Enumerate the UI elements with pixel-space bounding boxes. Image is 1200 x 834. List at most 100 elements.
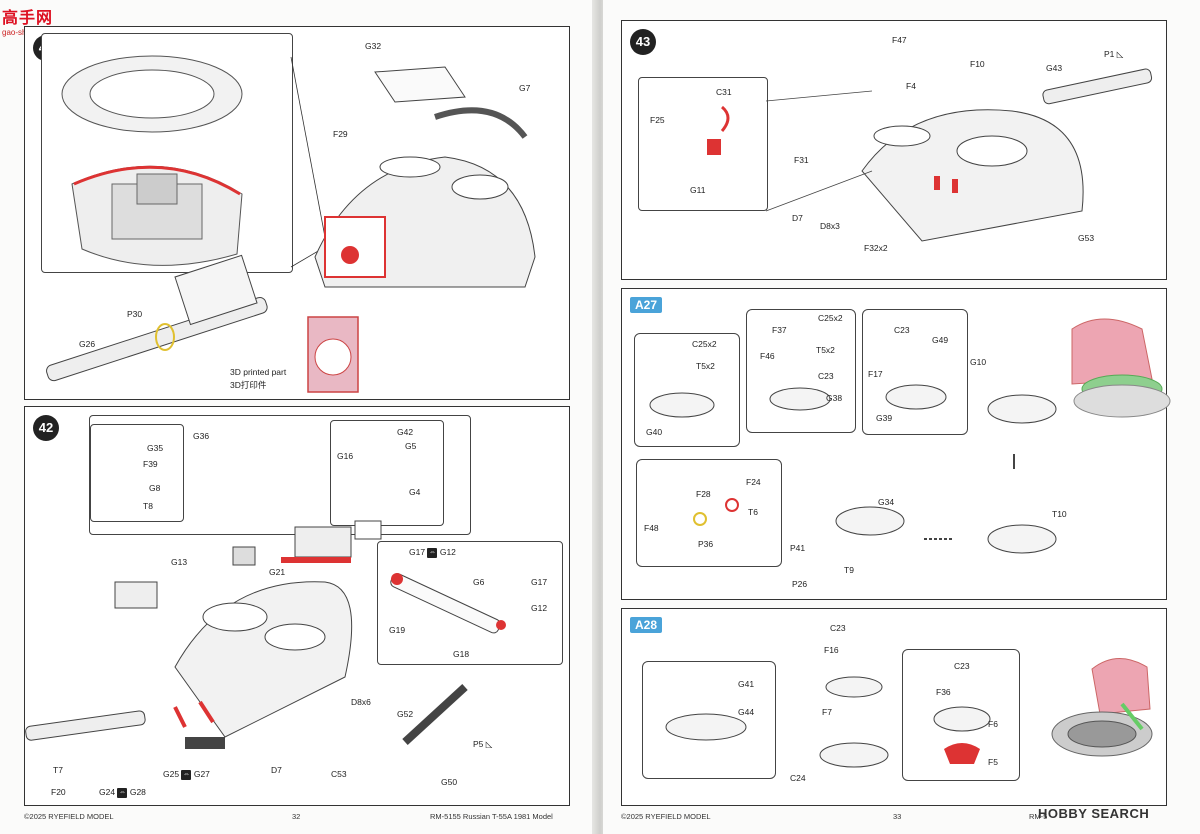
label-g7: G7 — [519, 83, 531, 93]
replace-icon: ⇔ — [181, 769, 192, 780]
label-c53: C53 — [331, 769, 347, 779]
step-a27-number: A27 — [630, 297, 663, 313]
label-d8x3: D8x3 — [820, 221, 840, 231]
label-g4: G4 — [409, 487, 421, 497]
label-g16: G16 — [337, 451, 354, 461]
step-42-callout — [89, 415, 471, 535]
label-f48: F48 — [644, 523, 659, 533]
label-c23-a28-a: C23 — [830, 623, 846, 633]
label-f16: F16 — [824, 645, 839, 655]
periscope-inset — [90, 424, 184, 522]
left-page-number: 32 — [292, 812, 301, 821]
label-d7: D7 — [271, 765, 282, 775]
label-f6: F6 — [988, 719, 998, 729]
a27-inset-2 — [746, 309, 856, 433]
label-g43: G43 — [1046, 63, 1063, 73]
label-c31: C31 — [716, 87, 732, 97]
label-g13: G13 — [171, 557, 188, 567]
label-t5x2-b: T5x2 — [816, 345, 835, 355]
label-g34: G34 — [878, 497, 895, 507]
label-t8: T8 — [143, 501, 153, 511]
label-g50: G50 — [441, 777, 458, 787]
label-f10: F10 — [970, 59, 985, 69]
label-g24-g28: G24 ⇔ G28 — [99, 787, 146, 798]
step-42-main-drawing — [25, 520, 506, 749]
right-page: 43 F47 F10 G43 P1 ◺ C31 F4 F25 F31 G11 D… — [603, 0, 1200, 834]
label-c25x2-a: C25x2 — [692, 339, 717, 349]
label-g38: G38 — [826, 393, 843, 403]
step-43-number: 43 — [630, 29, 656, 55]
right-kit-title-partial: RM-5 — [1029, 812, 1048, 821]
label-f31: F31 — [794, 155, 809, 165]
label-d7: D7 — [792, 213, 803, 223]
svg-text:■: ■ — [1054, 343, 1059, 353]
box-inset — [330, 420, 444, 526]
label-g42: G42 — [397, 427, 414, 437]
step-a28-number: A28 — [630, 617, 663, 633]
turret-interior-drawing — [61, 55, 243, 266]
replace-icon: ⇔ — [427, 547, 438, 558]
label-g49: G49 — [932, 335, 949, 345]
step-41-inset — [41, 33, 293, 273]
label-c25x2-b: C25x2 — [818, 313, 843, 323]
label-c24: C24 — [790, 773, 806, 783]
label-g36: G36 — [193, 431, 210, 441]
note-3d-printed-cn: 3D打印件 — [230, 380, 267, 390]
label-g32: G32 — [365, 41, 382, 51]
label-g53: G53 — [1078, 233, 1095, 243]
a27-inset-1 — [634, 333, 740, 447]
label-g21: G21 — [269, 567, 286, 577]
replace-icon: ⇔ — [117, 787, 128, 798]
label-g41: G41 — [738, 679, 755, 689]
label-f7: F7 — [822, 707, 832, 717]
label-g52: G52 — [397, 709, 414, 719]
step-a28-panel: A28 C23 F16 G41 G44 F7 C24 C23 F36 F6 F5 — [621, 608, 1167, 806]
right-page-number: 33 — [893, 812, 902, 821]
label-t9: T9 — [844, 565, 854, 575]
label-g8: G8 — [149, 483, 161, 493]
step-a27-drawing: ■ — [649, 318, 1171, 554]
label-p36: P36 — [698, 539, 714, 549]
label-g19: G19 — [389, 625, 406, 635]
label-g35: G35 — [147, 443, 164, 453]
label-g17-b: G17 — [531, 577, 548, 587]
label-g25-g27: G25 ⇔ G27 — [163, 769, 210, 780]
label-d8x6: D8x6 — [351, 697, 371, 707]
label-c23-a: C23 — [818, 371, 834, 381]
label-f5: F5 — [988, 757, 998, 767]
label-p30: P30 — [127, 309, 143, 319]
left-kit-title: RM-5155 Russian T-55A 1981 Model — [430, 812, 553, 821]
step-42-panel: 42 G35 F39 G8 T8 G36 G42 — [24, 406, 570, 806]
label-t10: T10 — [1052, 509, 1067, 519]
label-g39: G39 — [876, 413, 893, 423]
step-43-panel: 43 F47 F10 G43 P1 ◺ C31 F4 F25 F31 G11 D… — [621, 20, 1167, 280]
label-t7: T7 — [53, 765, 63, 775]
label-f46: F46 — [760, 351, 775, 361]
label-g18: G18 — [453, 649, 470, 659]
hobby-search-watermark: HOBBY SEARCH — [1038, 806, 1150, 821]
label-f28: F28 — [696, 489, 711, 499]
label-t5x2-a: T5x2 — [696, 361, 715, 371]
label-f47: F47 — [892, 35, 907, 45]
label-g6: G6 — [473, 577, 485, 587]
label-f24: F24 — [746, 477, 761, 487]
left-copyright: ©2025 RYEFIELD MODEL — [24, 812, 114, 821]
note-3d-printed-en: 3D printed part — [230, 367, 287, 377]
label-g12-b: G12 — [531, 603, 548, 613]
label-g44: G44 — [738, 707, 755, 717]
label-p5: P5 ◺ — [473, 739, 493, 749]
step-42-number: 42 — [33, 415, 59, 441]
label-g5: G5 — [405, 441, 417, 451]
label-t6: T6 — [748, 507, 758, 517]
label-c23-b: C23 — [894, 325, 910, 335]
label-f32x2: F32x2 — [864, 243, 888, 253]
label-f29: F29 — [333, 129, 348, 139]
label-f17: F17 — [868, 369, 883, 379]
label-g40: G40 — [646, 427, 663, 437]
left-page: 高手网gao-shou.com 41 — [0, 0, 597, 834]
step-41-panel: 41 G3 — [24, 26, 570, 400]
label-f25: F25 — [650, 115, 665, 125]
label-f20: F20 — [51, 787, 66, 797]
step-41-main-drawing — [46, 56, 536, 393]
label-f39: F39 — [143, 459, 158, 469]
